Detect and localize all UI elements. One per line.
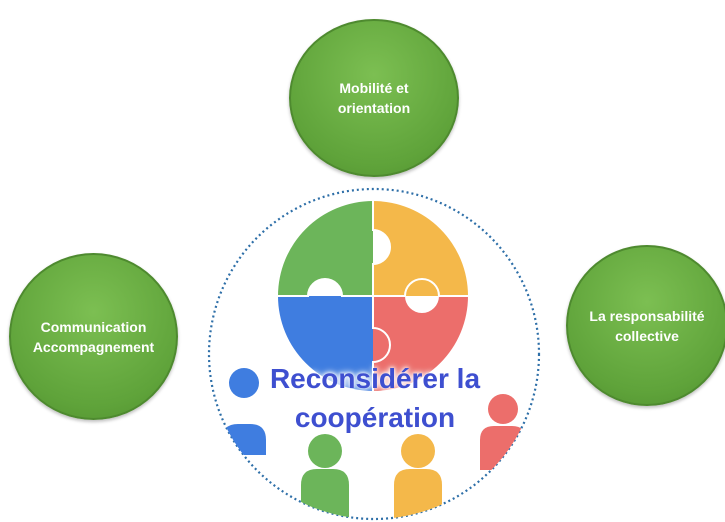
node-responsabilite-collective: La responsabilité collective [566, 245, 725, 406]
puzzle-seam-3 [373, 278, 468, 297]
node-mobilite-orientation: Mobilité et orientation [289, 19, 459, 177]
person-icon [301, 434, 349, 519]
puzzle-piece-green [278, 201, 373, 296]
center-title-line-2: coopération [294, 402, 456, 433]
node-responsabilite-label: La responsabilité collective [589, 307, 705, 344]
puzzle-seam-2 [372, 296, 391, 391]
node-communication-accompagnement: Communication Accompagnement [9, 253, 178, 420]
puzzle-piece-red [373, 296, 468, 391]
person-icon [394, 434, 442, 519]
puzzle-piece-blue [278, 296, 390, 391]
center-title-line-1: Reconsidérer la [269, 363, 481, 394]
center-dotted-circle [207, 187, 541, 521]
node-communication-label: Communication Accompagnement [32, 318, 155, 355]
puzzle-piece-yellow [373, 201, 468, 296]
node-mobilite-label: Mobilité et orientation [337, 80, 411, 116]
puzzle-icon [278, 201, 468, 391]
